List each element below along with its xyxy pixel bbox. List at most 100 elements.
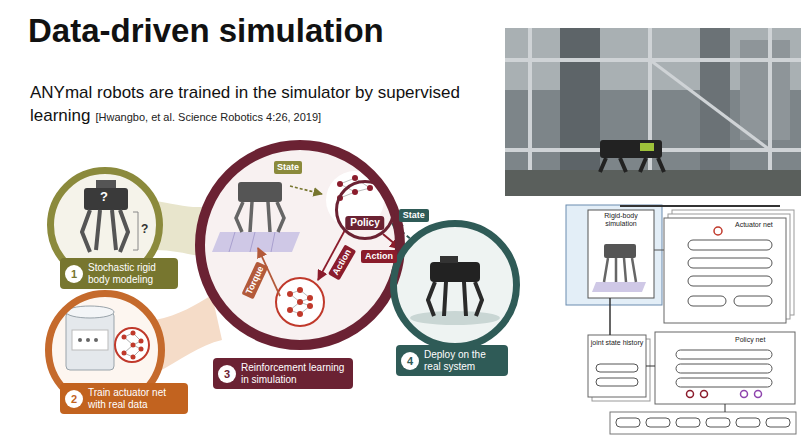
policy-network-icon [367,185,373,191]
actuator-network-icon [276,278,324,326]
video-frame [505,28,801,196]
network-schematic [676,364,772,373]
step-number: 2 [65,390,83,408]
step-number: 3 [218,365,236,383]
robot-model-sketch [96,180,116,188]
network-schematic [588,210,654,298]
actuator-network-icon [258,230,345,326]
unknown-mark: ? [141,223,148,235]
robot-model-sketch [133,212,138,250]
simulated-robot [238,182,282,202]
network-schematic [664,218,786,323]
network-schematic [725,404,726,412]
network-schematic [734,296,772,306]
actuator-sketch [131,355,136,360]
network-schematic [676,350,772,359]
network-schematic [676,378,772,387]
edge-label: State [399,209,429,222]
real-robot [440,256,458,263]
real-robot [410,311,500,325]
network-schematic [604,244,636,258]
actuator-network-icon [297,287,303,293]
network-schematic [604,258,636,282]
actuator-network-icon [297,311,303,317]
actuator-network-icon [287,307,293,313]
edge-label: Action [361,250,397,263]
network-schematic [654,250,664,251]
circle-fill [326,171,384,229]
step-label: Train actuator net with real data [88,387,183,410]
simulated-robot [236,202,284,232]
network-schematic [588,335,646,397]
policy-network-icon [337,181,343,187]
network-schematic [701,391,708,398]
network-schematic [736,418,760,427]
actuator-sketch [86,338,90,342]
simulated-robot [229,232,275,252]
simulated-robot [290,186,322,194]
real-robot [430,262,480,282]
actuator-sketch [115,328,149,362]
actuator-network-icon [297,299,303,305]
network-schematic [688,258,772,268]
actuator-sketch [78,338,82,342]
network-schematic [714,227,722,235]
step-label: Stochastic rigid body modeling [88,262,173,285]
network-schematic [620,205,780,207]
actuator-sketch [66,306,114,318]
network-schematic [688,296,726,306]
citation: [Hwangbo, et al. Science Robotics 4:26, … [96,111,322,123]
network-schematic [609,298,611,335]
schematic-label: Rigid-body simulation [590,212,652,228]
network-schematic [616,418,640,427]
schematic-label: Actuator net [735,221,773,229]
video-frame [640,143,654,151]
video-frame [600,140,662,158]
actuator-network-icon [307,303,313,309]
actuator-network-icon [307,295,313,301]
policy-circle: Policy [335,180,395,240]
circle-fill [47,142,518,408]
actuator-sketch [72,330,108,350]
video-frame [600,158,664,172]
actuator-sketch [122,351,127,356]
actuator-sketch [94,338,98,342]
schematic-label: joint state history [590,339,644,347]
network-schematic [646,366,655,367]
slide-title: Data-driven simulation [28,12,384,50]
stage-circle: 2Train actuator net with real data [45,290,165,410]
step-number: 4 [401,352,419,370]
network-schematic [688,240,772,250]
robot-model-sketch [82,210,128,252]
network-schematic [596,364,638,372]
network-schematic [766,418,790,427]
schematic-label: Policy net [735,336,765,344]
network-schematic [592,282,646,292]
step-number: 1 [65,265,83,283]
subtitle-block: ANYmal robots are trained in the simulat… [30,82,515,128]
stage-circle: 4Deploy on the real system [390,220,520,350]
policy-label: Policy [345,216,384,230]
circle-fill [392,222,518,348]
network-schematic [566,205,796,434]
actuator-network-icon [290,290,310,314]
actuator-sketch [139,339,144,344]
stage-tab: 1 Stochastic rigid body modeling [60,258,178,289]
video-frame [505,170,801,196]
network-schematic [655,332,795,404]
actuator-sketch [66,312,114,370]
actuator-network-icon [287,291,293,297]
step-label: Deploy on the real system [424,349,503,372]
flow-tag: State [274,161,302,174]
circle-fill [197,142,403,348]
network-schematic [755,391,762,398]
robot-model-sketch [84,188,128,210]
stage-tab: 4 Deploy on the real system [396,345,508,376]
flow-band [155,295,222,372]
video-frame [650,60,770,150]
stage-tab: 3Reinforcement learning in simulation [213,358,353,389]
unknown-mark: ? [100,190,108,203]
network-schematic [706,418,730,427]
